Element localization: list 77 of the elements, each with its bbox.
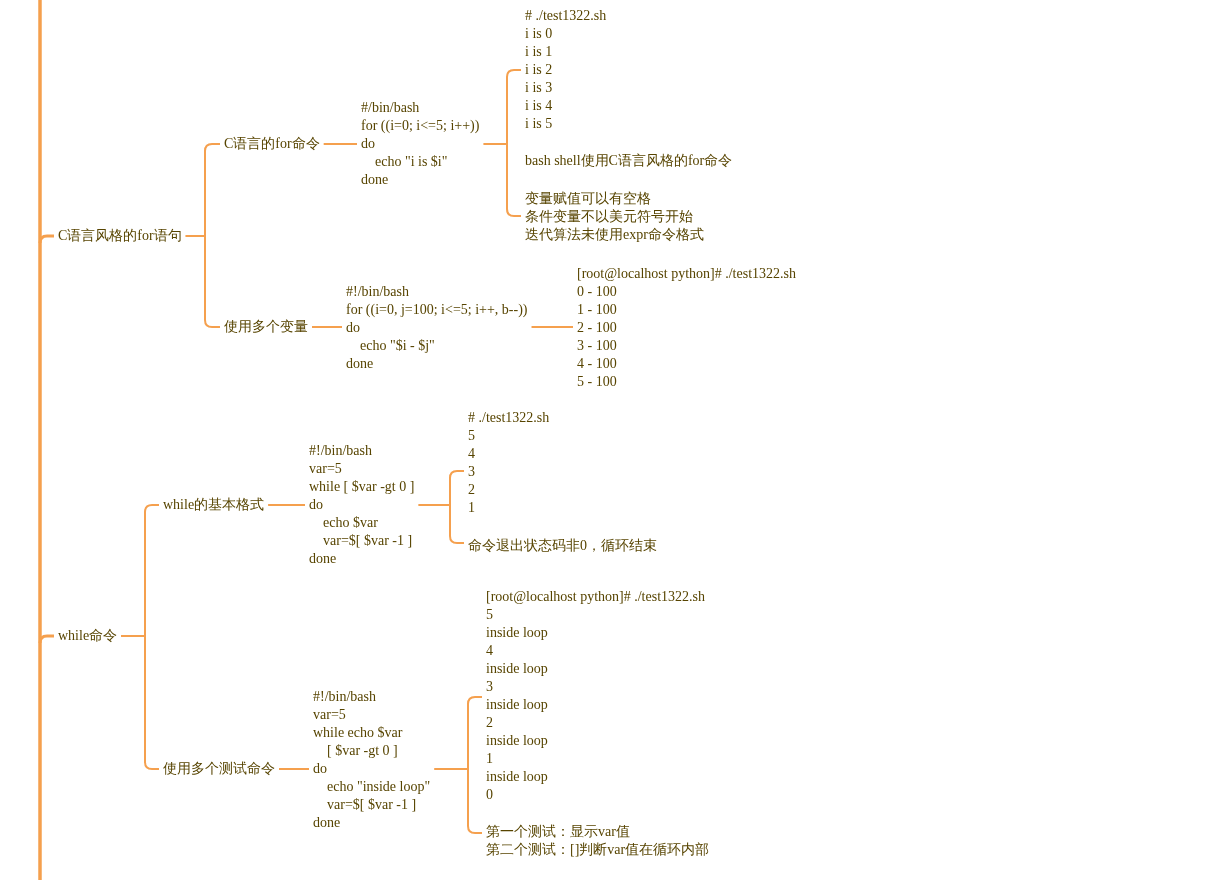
code-line: echo $var: [323, 514, 378, 532]
output-line: i is 3: [525, 79, 553, 97]
output-line: inside loop: [486, 768, 548, 786]
branch-line: [38, 634, 54, 644]
output-line: 3: [486, 678, 493, 696]
code-line: while echo $var: [313, 724, 403, 742]
code-line: done: [361, 171, 389, 189]
code-line: do: [361, 135, 375, 153]
output-line: 3 - 100: [577, 337, 617, 355]
output-line: 4 - 100: [577, 355, 617, 373]
topic-label: C语言风格的for语句: [58, 227, 182, 245]
output-line: 2: [486, 714, 493, 732]
output-line: 0 - 100: [577, 283, 617, 301]
output-line: 5: [486, 606, 493, 624]
code-line: while [ $var -gt 0 ]: [309, 478, 415, 496]
output-line: i is 1: [525, 43, 553, 61]
note-text: 第二个测试：[]判断var值在循环内部: [486, 841, 710, 859]
code-line: #!/bin/bash: [346, 283, 409, 301]
note-text: 命令退出状态码非0，循环结束: [468, 537, 657, 555]
code-line: echo "$i - $j": [360, 337, 435, 355]
code-line: echo "inside loop": [327, 778, 431, 796]
output-line: inside loop: [486, 660, 548, 678]
output-line: 0: [486, 786, 493, 804]
note-text: 迭代算法未使用expr命令格式: [525, 226, 704, 244]
note-text: bash shell使用C语言风格的for命令: [525, 152, 733, 170]
output-line: 1: [468, 499, 475, 517]
output-line: [root@localhost python]# ./test1322.sh: [577, 265, 796, 283]
output-line: 2: [468, 481, 475, 499]
output-line: # ./test1322.sh: [525, 7, 607, 25]
code-line: done: [309, 550, 337, 568]
code-line: do: [346, 319, 360, 337]
code-line: var=$[ $var -1 ]: [323, 532, 413, 550]
output-line: 2 - 100: [577, 319, 617, 337]
output-line: i is 5: [525, 115, 553, 133]
output-line: i is 0: [525, 25, 553, 43]
code-line: var=$[ $var -1 ]: [327, 796, 417, 814]
output-line: 5: [468, 427, 475, 445]
branch-line: [322, 143, 358, 145]
output-line: inside loop: [486, 732, 548, 750]
code-line: #!/bin/bash: [313, 688, 376, 706]
output-line: 4: [486, 642, 493, 660]
topic-label: while命令: [58, 627, 118, 645]
note-text: 变量赋值可以有空格: [525, 190, 651, 208]
output-line: inside loop: [486, 696, 548, 714]
topic-label: 使用多个变量: [224, 318, 308, 336]
output-line: 5 - 100: [577, 373, 617, 391]
code-line: done: [313, 814, 341, 832]
output-line: 4: [468, 445, 475, 463]
code-line: for ((i=0; i<=5; i++)): [361, 117, 480, 135]
code-line: #/bin/bash: [361, 99, 420, 117]
topic-label: C语言的for命令: [224, 135, 320, 153]
branch-line: [267, 504, 306, 506]
output-line: 1: [486, 750, 493, 768]
topic-label: 使用多个测试命令: [163, 760, 275, 778]
output-line: 1 - 100: [577, 301, 617, 319]
code-line: do: [313, 760, 327, 778]
code-line: do: [309, 496, 323, 514]
code-line: var=5: [313, 706, 346, 724]
output-line: 3: [468, 463, 475, 481]
branch-line: [311, 326, 343, 328]
branch-line: [530, 326, 574, 328]
output-line: inside loop: [486, 624, 548, 642]
branch-line: [278, 768, 310, 770]
code-line: echo "i is $i": [375, 153, 448, 171]
code-line: done: [346, 355, 374, 373]
output-line: # ./test1322.sh: [468, 409, 550, 427]
note-text: 条件变量不以美元符号开始: [525, 208, 693, 226]
output-line: [root@localhost python]# ./test1322.sh: [486, 588, 705, 606]
code-line: [ $var -gt 0 ]: [327, 742, 398, 760]
output-line: i is 2: [525, 61, 553, 79]
code-line: for ((i=0, j=100; i<=5; i++, b--)): [346, 301, 528, 319]
branch-line: [38, 234, 54, 244]
output-line: i is 4: [525, 97, 553, 115]
code-line: #!/bin/bash: [309, 442, 372, 460]
topic-label: while的基本格式: [163, 496, 265, 514]
note-text: 第一个测试：显示var值: [486, 823, 630, 841]
code-line: var=5: [309, 460, 342, 478]
